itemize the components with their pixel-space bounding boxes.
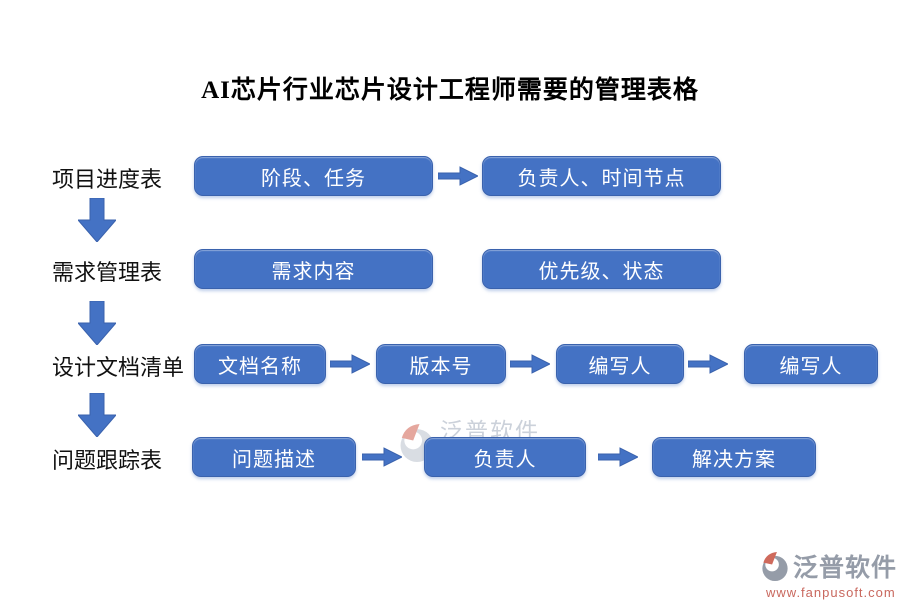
flow-box-issue-desc: 问题描述 (192, 437, 356, 477)
row-label-design-doc-list: 设计文档清单 (52, 355, 185, 380)
right-arrow-icon (510, 354, 550, 374)
flow-box-version: 版本号 (376, 344, 506, 384)
fanpu-logo-icon (762, 551, 788, 581)
right-arrow-icon (438, 166, 478, 186)
flow-box-author-2: 编写人 (744, 344, 878, 384)
flow-box-requirement-content: 需求内容 (194, 249, 433, 289)
row-label-requirement-mgmt: 需求管理表 (52, 260, 163, 285)
footer-brand: 泛普软件 (793, 555, 898, 582)
flow-box-priority-status: 优先级、状态 (482, 249, 721, 289)
flow-box-author-1: 编写人 (556, 344, 684, 384)
page-title: AI芯片行业芯片设计工程师需要的管理表格 (201, 77, 699, 104)
right-arrow-icon (598, 447, 638, 467)
footer-logo: 泛普软件 www.fanpusoft.com (760, 548, 897, 600)
flow-box-owner-timenode: 负责人、时间节点 (482, 156, 721, 196)
down-arrow-icon (78, 198, 116, 242)
row-label-project-progress: 项目进度表 (52, 167, 163, 192)
flow-box-doc-name: 文档名称 (194, 344, 326, 384)
row-label-issue-tracking: 问题跟踪表 (52, 448, 163, 473)
right-arrow-icon (362, 447, 402, 467)
flow-box-stage-task: 阶段、任务 (194, 156, 433, 196)
right-arrow-icon (330, 354, 370, 374)
flow-box-solution: 解决方案 (652, 437, 816, 477)
footer-url: www.fanpusoft.com (766, 585, 896, 600)
right-arrow-icon (688, 354, 728, 374)
flow-box-owner: 负责人 (424, 437, 586, 477)
down-arrow-icon (78, 301, 116, 345)
down-arrow-icon (78, 393, 116, 437)
